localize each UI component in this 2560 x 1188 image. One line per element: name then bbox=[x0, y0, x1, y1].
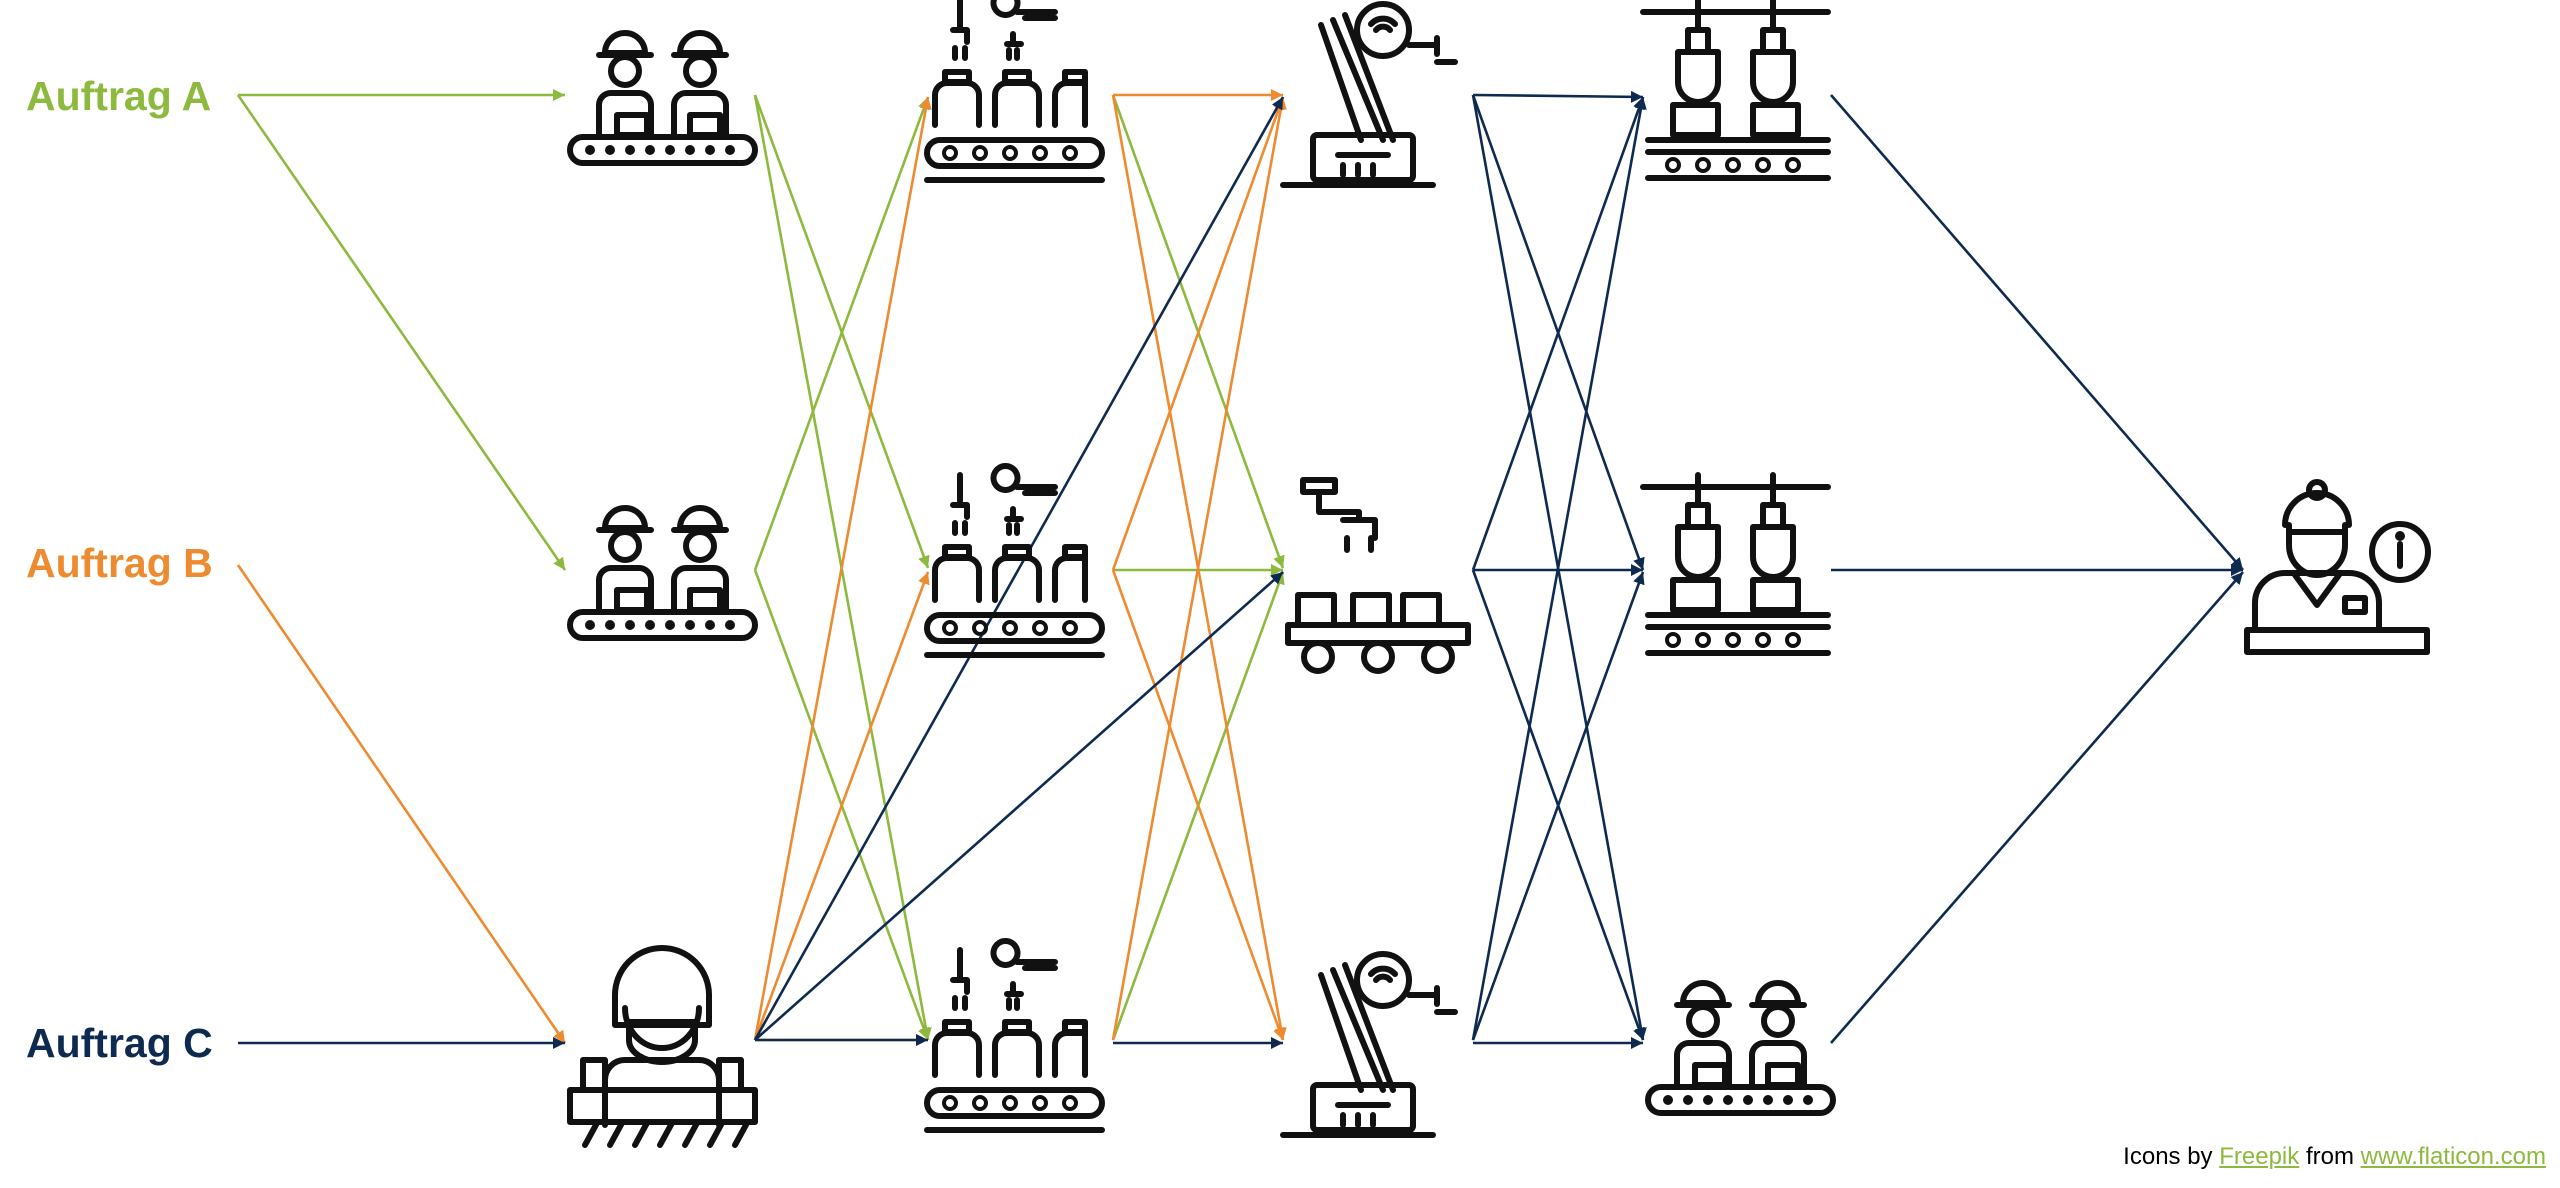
credit-site-link[interactable]: www.flaticon.com bbox=[2360, 1143, 2546, 1170]
masked-worker-at-bench-icon bbox=[567, 945, 758, 1148]
order-label-c: Auftrag C bbox=[26, 1020, 213, 1066]
order-label-b: Auftrag B bbox=[26, 540, 213, 586]
edge-c-s3b-s4a bbox=[1471, 96, 1645, 571]
edge-c-s1c-s3a bbox=[753, 96, 1285, 1041]
edge-c-s3a-s4a bbox=[1472, 90, 1644, 103]
workers-on-conveyor-icon bbox=[567, 30, 758, 166]
edge-a-s1b-s2a bbox=[753, 96, 930, 571]
edge-c-s4c-final bbox=[1830, 571, 2244, 1044]
edge-c-s3c-s4b bbox=[1471, 571, 1645, 1041]
edge-c-s3c-s4a bbox=[1471, 96, 1647, 1041]
edge-b-start-s1c bbox=[236, 564, 567, 1044]
edge-a-start-s1b bbox=[236, 94, 567, 571]
edge-b-s2b-s3c bbox=[1111, 569, 1285, 1041]
edge-b-s2b-s3a bbox=[1111, 96, 1285, 571]
workers-on-conveyor-icon bbox=[567, 505, 758, 641]
bottling-line-icon bbox=[924, 0, 1105, 183]
gripper-conveyor-icon bbox=[1640, 472, 1831, 656]
bottling-line-icon bbox=[924, 938, 1105, 1133]
credit-author-link[interactable]: Freepik bbox=[2219, 1143, 2300, 1170]
gripper-conveyor-icon bbox=[1640, 0, 1831, 181]
edge-c-s1c-s3b bbox=[754, 571, 1284, 1041]
bottling-line-icon bbox=[924, 463, 1105, 658]
workers-on-conveyor-icon bbox=[1645, 980, 1836, 1116]
edge-c-s4a-final bbox=[1830, 94, 2244, 571]
edge-b-s1c-s2a bbox=[753, 96, 932, 1041]
icon-credit: Icons by Freepik from www.flaticon.com bbox=[2123, 1143, 2546, 1171]
robot-arm-icon bbox=[1280, 951, 1458, 1138]
customer-service-agent-icon bbox=[2244, 479, 2431, 655]
robot-arm-icon bbox=[1280, 1, 1458, 188]
flow-edges bbox=[236, 89, 2244, 1049]
credit-prefix: Icons by bbox=[2123, 1143, 2213, 1170]
edge-b-s2c-s3a bbox=[1111, 96, 1287, 1041]
order-label-a: Auftrag A bbox=[26, 73, 212, 119]
robot-conveyor-cart-icon bbox=[1285, 477, 1471, 674]
edge-b-s1c-s2b bbox=[753, 571, 930, 1041]
credit-middle: from bbox=[2305, 1143, 2354, 1170]
